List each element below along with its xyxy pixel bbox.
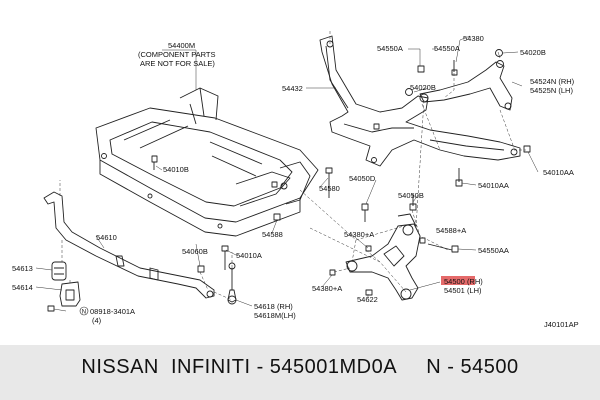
bolt-54580 [325,167,333,198]
label-54020B-b: 54020B [410,83,436,92]
callout-labels: 54400M (COMPONENT PARTS ARE NOT FOR SALE… [12,34,579,329]
note-line-3: ARE NOT FOR SALE) [140,59,215,68]
label-54432: 54432 [282,84,303,93]
label-54580: 54580 [319,184,340,193]
label-54588: 54588 [262,230,283,239]
label-54622: 54622 [357,295,378,304]
leader-lines [35,35,539,312]
label-54550AA: 54550AA [478,246,509,255]
label-54380A-b: 54380+A [312,284,342,293]
label-08918-qty: (4) [92,316,102,325]
connecting-rod-54618 [227,262,237,305]
bolt-54380 [451,60,458,76]
label-54501: 54501 (LH) [444,286,482,295]
part-number-banner: NISSAN INFINITI - 545001MD0A N - 54500 [0,345,600,400]
lower-transverse-link-54500 [345,213,421,301]
nut-54060B [197,265,205,273]
nut-54020B [405,49,503,96]
label-54060B: 54060B [182,247,208,256]
part-number-text: NISSAN INFINITI - 545001MD0A N - 54500 [81,356,519,378]
note-line-1: 54400M [168,41,195,50]
nut-54622 [365,289,373,296]
label-54010AA-a: 54010AA [478,181,509,190]
label-54550A-b: 54550A [434,44,460,53]
nut-54550A [417,65,425,73]
label-54010A: 54010A [236,251,262,260]
bolt-54010AA [455,145,531,187]
label-54500: 54500 (RH) [444,277,483,286]
label-54380A-a: 54380+A [344,230,374,239]
assembly-dashed-lines [59,30,526,301]
label-54010B: 54010B [163,165,189,174]
stabilizer-bushing-54613 [51,261,67,281]
label-54618: 54618 (RH) [254,302,293,311]
diagram-reference: J40101AP [544,320,579,329]
stabilizer-clamp-54614 [59,281,81,307]
label-54588A: 54588+A [436,226,466,235]
n-mark-letter: N [82,310,86,316]
nut-54020B-b [373,123,380,130]
label-08918: 08918-3401A [90,307,135,316]
bolt-54010B [151,155,158,170]
label-54524N: 54524N (RH) [530,77,575,86]
bolt-54010A-b [271,181,278,188]
highlight-54500 [441,276,475,285]
label-54614: 54614 [12,283,33,292]
label-54050D: 54050D [349,174,376,183]
suspension-member-54432 [319,35,521,167]
note-line-2: (COMPONENT PARTS [138,50,216,59]
label-54010AA-b: 54010AA [543,168,574,177]
label-54380: 54380 [463,34,484,43]
bolt-54050D [361,203,369,222]
fasteners [47,49,531,312]
bolt-08918 [47,305,55,312]
front-subframe [95,87,319,237]
nut-54380A [329,245,372,276]
exploded-view-drawing: 54400M (COMPONENT PARTS ARE NOT FOR SALE… [12,30,579,329]
label-54525N: 54525N (LH) [530,86,573,95]
label-54020B-a: 54020B [520,48,546,57]
bolt-54550AA [427,243,459,253]
bolt-54050B [409,194,417,211]
label-54550A-a: 54550A [377,44,403,53]
stabilizer-bar-54610 [43,191,215,299]
label-54618M: 54618M(LH) [254,311,296,320]
n-mark-icon [79,306,89,316]
label-54613: 54613 [12,264,33,273]
label-54610: 54610 [96,233,117,242]
label-54050B: 54050B [398,191,424,200]
bolt-54010A [221,245,229,270]
